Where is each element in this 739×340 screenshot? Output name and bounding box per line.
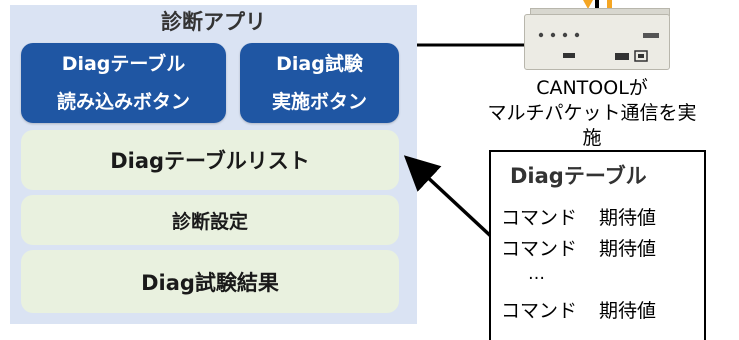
- diag-table-title: Diagテーブル: [510, 164, 647, 188]
- table-cell-command: コマンド: [501, 207, 578, 229]
- table-cell-expected: 期待値: [599, 238, 657, 260]
- app-title: 診断アプリ: [161, 10, 266, 34]
- can-tool-description: マルチパケット通信を実施: [487, 102, 697, 149]
- diag-table-document: [489, 150, 706, 340]
- diag-table-list[interactable]: Diagテーブルリスト: [21, 130, 399, 190]
- load-table-button[interactable]: Diagテーブル 読み込みボタン: [21, 43, 226, 123]
- load-table-button-line2: 読み込みボタン: [56, 91, 190, 113]
- can-tool-label: CANTOOLが マルチパケット通信を実施: [482, 76, 702, 151]
- run-test-button[interactable]: Diag試験 実施ボタン: [240, 43, 399, 123]
- diag-settings-section[interactable]: 診断設定: [21, 195, 399, 245]
- table-row: コマンド期待値: [501, 296, 656, 323]
- can-tool-device: [524, 14, 670, 70]
- table-cell-expected: 期待値: [599, 300, 657, 322]
- signal-arrow-down-icon: [583, 0, 593, 9]
- diag-result-section: Diag試験結果: [21, 250, 399, 313]
- signal-arrow-up-icon: [607, 0, 612, 8]
- can-tool-name: CANTOOLが: [536, 77, 648, 99]
- table-row: コマンド期待値: [501, 203, 656, 230]
- load-arrow: [403, 155, 497, 242]
- table-ellipsis: …: [528, 264, 545, 284]
- table-cell-command: コマンド: [501, 238, 578, 260]
- table-row: コマンド期待値: [501, 234, 656, 261]
- load-table-button-line1: Diagテーブル: [61, 53, 186, 75]
- table-cell-command: コマンド: [501, 300, 578, 322]
- run-test-button-line2: 実施ボタン: [271, 91, 367, 113]
- table-cell-expected: 期待値: [599, 207, 657, 229]
- can-tool-panel-icon: [538, 32, 659, 62]
- run-test-button-line1: Diag試験: [276, 53, 363, 75]
